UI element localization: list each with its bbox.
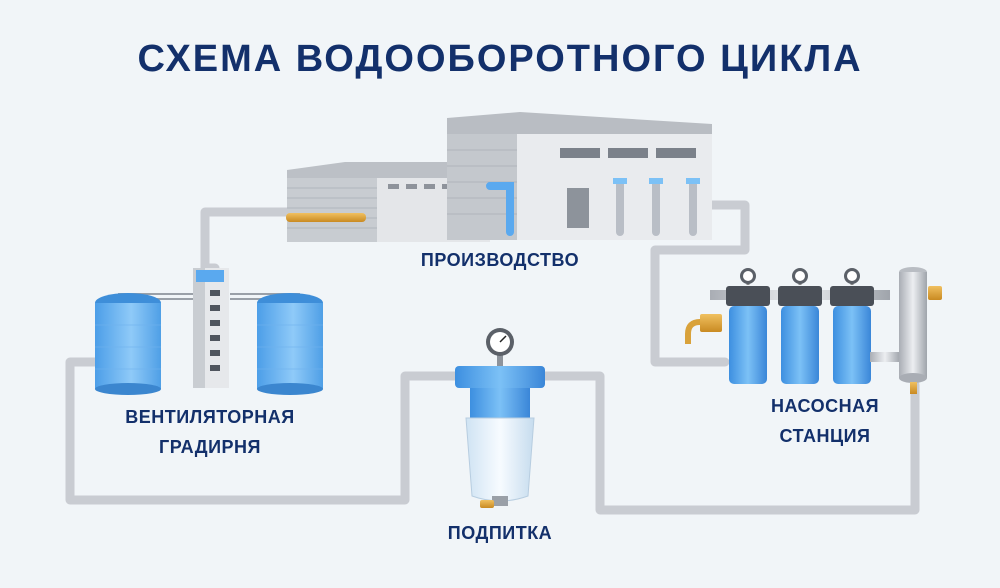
label-cooling-tower: ВЕНТИЛЯТОРНАЯ ГРАДИРНЯ [100,402,320,462]
label-pumping-line1: НАСОСНАЯ [770,396,880,416]
cooling-tower [95,268,323,395]
diagram-title: СХЕМА ВОДООБОРОТНОГО ЦИКЛА [137,38,863,80]
gauge-1-icon [743,271,753,281]
brass-pipe [286,213,366,222]
pipe-cooling-to-makeup [65,357,460,505]
label-makeup: ПОДПИТКА [447,523,553,543]
label-production: ПРОИЗВОДСТВО [420,250,580,270]
main-building-door [567,188,589,228]
label-pumping-line2: СТАНЦИЯ [779,426,871,446]
makeup-filter [455,328,545,508]
label-pump-station: НАСОСНАЯ СТАНЦИЯ [735,391,915,451]
production-buildings [286,112,712,242]
pipe-production-to-cooling [200,207,295,273]
pipe-network [65,200,920,515]
label-cooling-line2: ГРАДИРНЯ [159,437,261,457]
pipe-makeup-to-pump [540,371,920,515]
pipe-pump-to-production [650,200,750,367]
pump-station [685,267,942,394]
warehouse-roof [287,162,490,178]
main-building-roof [447,112,712,134]
gauge-3-icon [847,271,857,281]
gauge-2-icon [795,271,805,281]
label-cooling-line1: ВЕНТИЛЯТОРНАЯ [125,407,295,427]
warehouse-side [287,178,377,242]
